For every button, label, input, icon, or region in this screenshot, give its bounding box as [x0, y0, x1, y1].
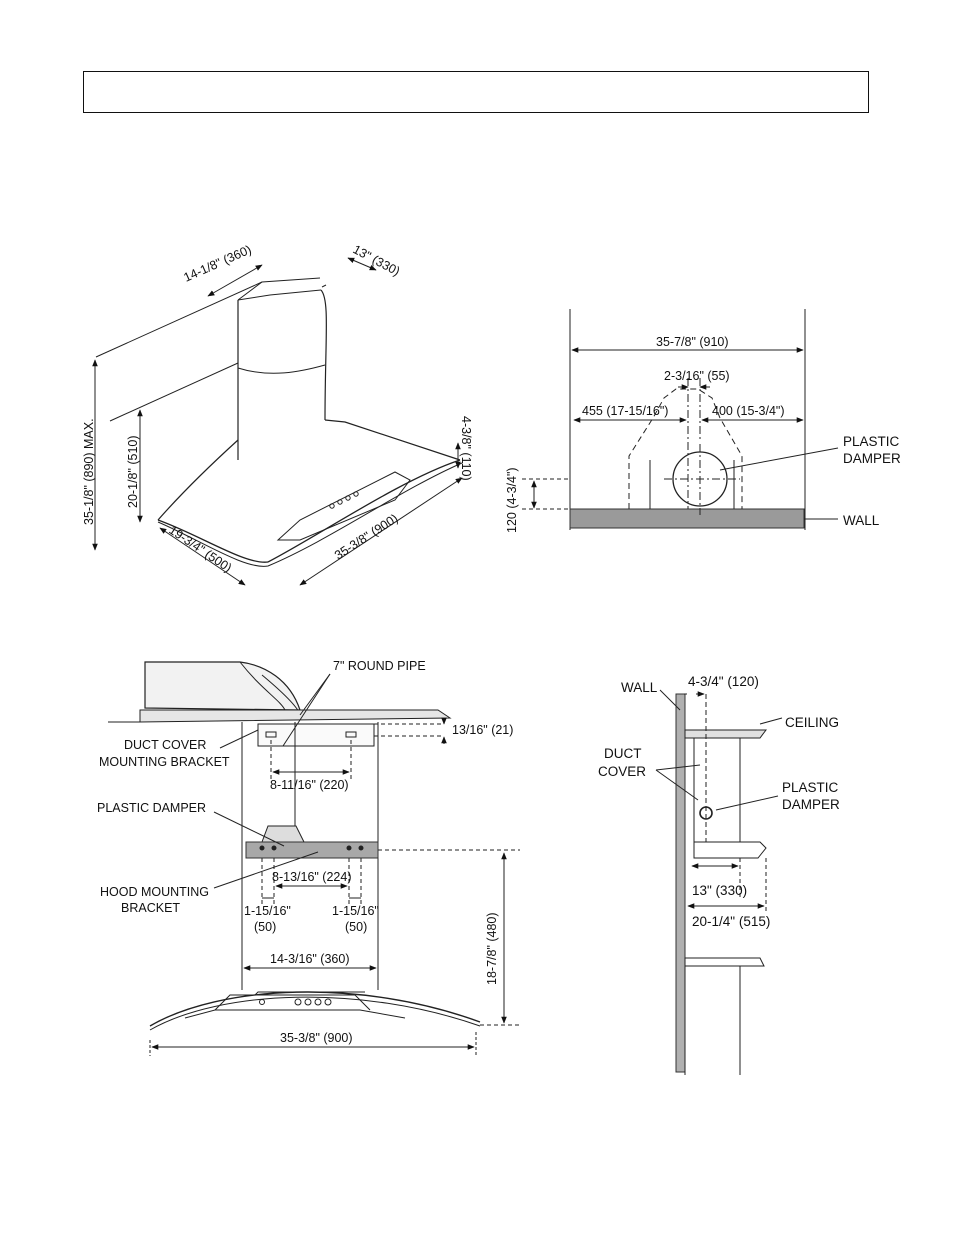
- front-labels: 7" ROUND PIPE DUCT COVER MOUNTING BRACKE…: [97, 659, 513, 1045]
- iso-dim-top-width: 14-1/8" (360): [182, 242, 254, 284]
- front-hood-bracket: [245, 841, 379, 859]
- plan-wall-block: [569, 508, 805, 529]
- plan-label-wall: WALL: [843, 513, 880, 528]
- plan-dim-total: 35-7/8" (910): [656, 335, 729, 349]
- side-label-ceiling: CEILING: [785, 715, 839, 730]
- iso-dim-max-height: 35-1/8" (890) MAX.: [82, 418, 96, 525]
- header-title-box: [83, 71, 869, 113]
- front-label-duct-bracket-1: DUCT COVER: [124, 738, 206, 752]
- side-label-damper-2: DAMPER: [782, 797, 840, 812]
- plan-label-damper-1: PLASTIC: [843, 434, 900, 449]
- side-label-wall: WALL: [621, 680, 658, 695]
- front-label-damper: PLASTIC DAMPER: [97, 801, 206, 815]
- plan-dim-left: 455 (17-15/16"): [582, 404, 668, 418]
- front-view: [108, 661, 520, 1056]
- plan-labels: 35-7/8" (910) 2-3/16" (55) 455 (17-15/16…: [505, 335, 901, 533]
- front-label-duct-bracket-2: MOUNTING BRACKET: [99, 755, 230, 769]
- front-label-pipe: 7" ROUND PIPE: [333, 659, 426, 673]
- front-dim-hole-right-2: (50): [345, 920, 367, 934]
- front-label-hood-bracket-2: BRACKET: [121, 901, 180, 915]
- front-dim-hood-bracket: 8-13/16" (224): [272, 870, 352, 884]
- front-dim-height: 18-7/8" (480): [485, 912, 499, 985]
- plan-label-damper-2: DAMPER: [843, 451, 901, 466]
- plan-dim-height: 120 (4-3/4"): [505, 467, 519, 533]
- front-dim-hole-left-1: 1-15/16": [244, 904, 291, 918]
- side-wall: [675, 693, 686, 1073]
- plan-dim-right: 400 (15-3/4"): [712, 404, 785, 418]
- isometric-labels: 14-1/8" (360) 13" (330) 35-1/8" (890) MA…: [82, 242, 473, 575]
- plan-view: [522, 309, 839, 530]
- front-dim-gap: 13/16" (21): [452, 723, 513, 737]
- iso-dim-top-depth: 13" (330): [351, 242, 403, 278]
- front-dim-hole-left-2: (50): [254, 920, 276, 934]
- side-damper-circle: [699, 806, 713, 820]
- front-label-hood-bracket-1: HOOD MOUNTING: [100, 885, 209, 899]
- side-dim-offset: 4-3/4" (120): [688, 674, 759, 689]
- side-label-duct-2: COVER: [598, 764, 646, 779]
- iso-dim-hood-height: 4-3/8" (110): [459, 416, 473, 481]
- front-dim-chimney-width: 14-3/16" (360): [270, 952, 350, 966]
- front-dim-hole-right-1: 1-15/16": [332, 904, 379, 918]
- side-label-duct-1: DUCT: [604, 746, 642, 761]
- iso-dim-min-height: 20-1/8" (510): [126, 435, 140, 508]
- side-label-damper-1: PLASTIC: [782, 780, 839, 795]
- side-view: [655, 689, 783, 1075]
- plan-dim-offset: 2-3/16" (55): [664, 369, 730, 383]
- side-labels: WALL 4-3/4" (120) CEILING DUCT COVER PLA…: [598, 674, 840, 929]
- front-dim-width: 35-3/8" (900): [280, 1031, 353, 1045]
- side-dim-chimney-depth: 13" (330): [692, 883, 747, 898]
- side-dim-hood-depth: 20-1/4" (515): [692, 914, 770, 929]
- isometric-view: [92, 257, 463, 586]
- front-dim-bracket-spacing: 8-11/16" (220): [270, 778, 349, 792]
